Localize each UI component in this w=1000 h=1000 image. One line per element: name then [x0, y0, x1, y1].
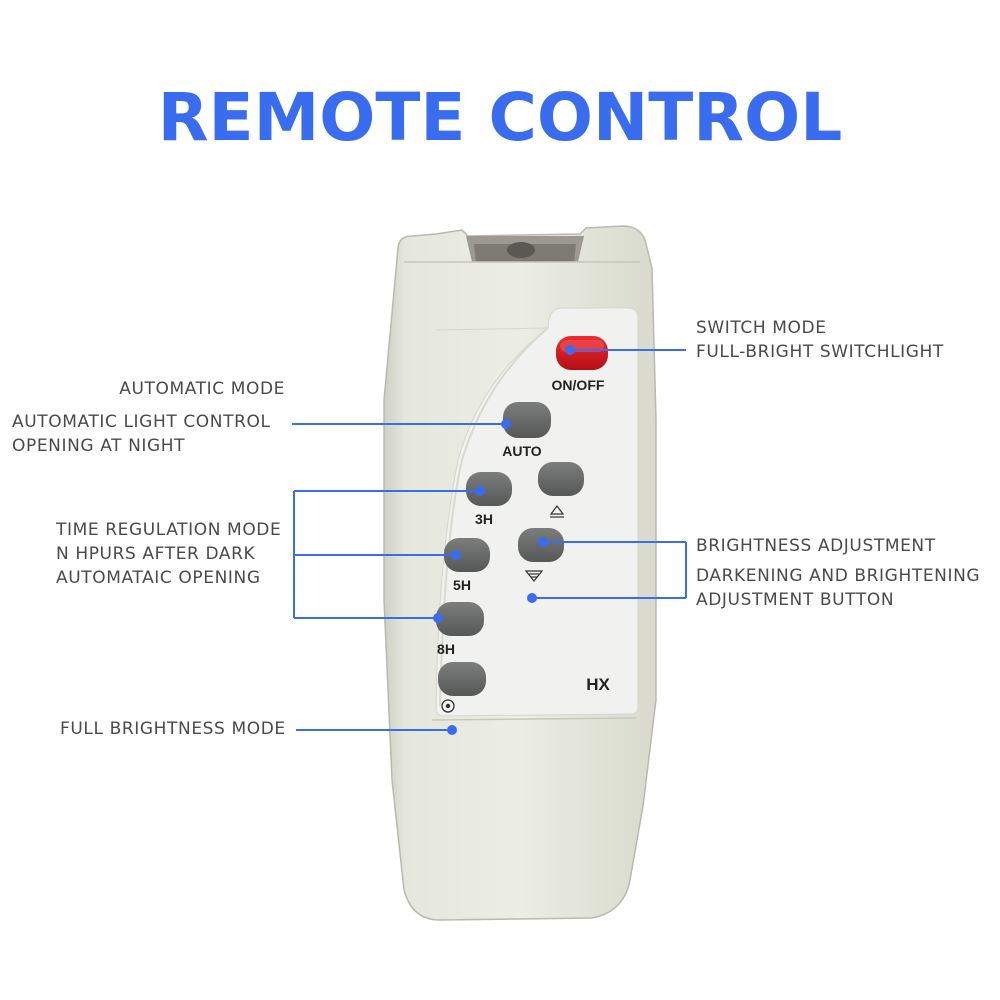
brightness-desc-line1: DARKENING AND BRIGHTENING — [696, 566, 981, 586]
full-brightness-label: FULL BRIGHTNESS MODE — [60, 719, 286, 739]
8h-label: 8H — [437, 641, 455, 657]
brightness-desc-line2: ADJUSTMENT BUTTON — [696, 590, 895, 610]
brightness-down-icon — [524, 570, 544, 582]
auto-button[interactable]: AUTO — [502, 402, 551, 459]
power-button[interactable]: ON/OFF — [552, 336, 608, 393]
brand-logo: HX — [586, 675, 610, 694]
automatic-mode-heading: AUTOMATIC MODE — [119, 379, 285, 399]
3h-button[interactable]: 3H — [466, 472, 512, 527]
automatic-mode-desc-line2: OPENING AT NIGHT — [12, 436, 186, 456]
power-label: ON/OFF — [552, 377, 605, 393]
5h-label: 5H — [453, 577, 471, 593]
brightness-up-icon — [549, 505, 565, 518]
3h-label: 3H — [475, 511, 493, 527]
sun-icon — [441, 699, 455, 713]
switch-mode-desc: FULL-BRIGHT SWITCHLIGHT — [696, 342, 944, 362]
full-brightness-button[interactable] — [438, 662, 486, 713]
callout-lines — [292, 349, 687, 731]
5h-button[interactable]: 5H — [444, 538, 490, 593]
8h-button[interactable]: 8H — [436, 602, 484, 657]
callout-dots — [433, 345, 575, 735]
switch-mode-heading: SWITCH MODE — [696, 318, 827, 338]
brightness-up-button[interactable] — [538, 462, 584, 518]
time-regulation-line3: AUTOMATAIC OPENING — [56, 568, 261, 588]
time-regulation-line1: TIME REGULATION MODE — [56, 520, 282, 540]
time-regulation-line2: N HPURS AFTER DARK — [56, 544, 256, 564]
automatic-mode-desc-line1: AUTOMATIC LIGHT CONTROL — [12, 412, 271, 432]
page-title: REMOTE CONTROL — [157, 79, 843, 156]
auto-label: AUTO — [502, 443, 542, 459]
brightness-heading: BRIGHTNESS ADJUSTMENT — [696, 536, 936, 556]
